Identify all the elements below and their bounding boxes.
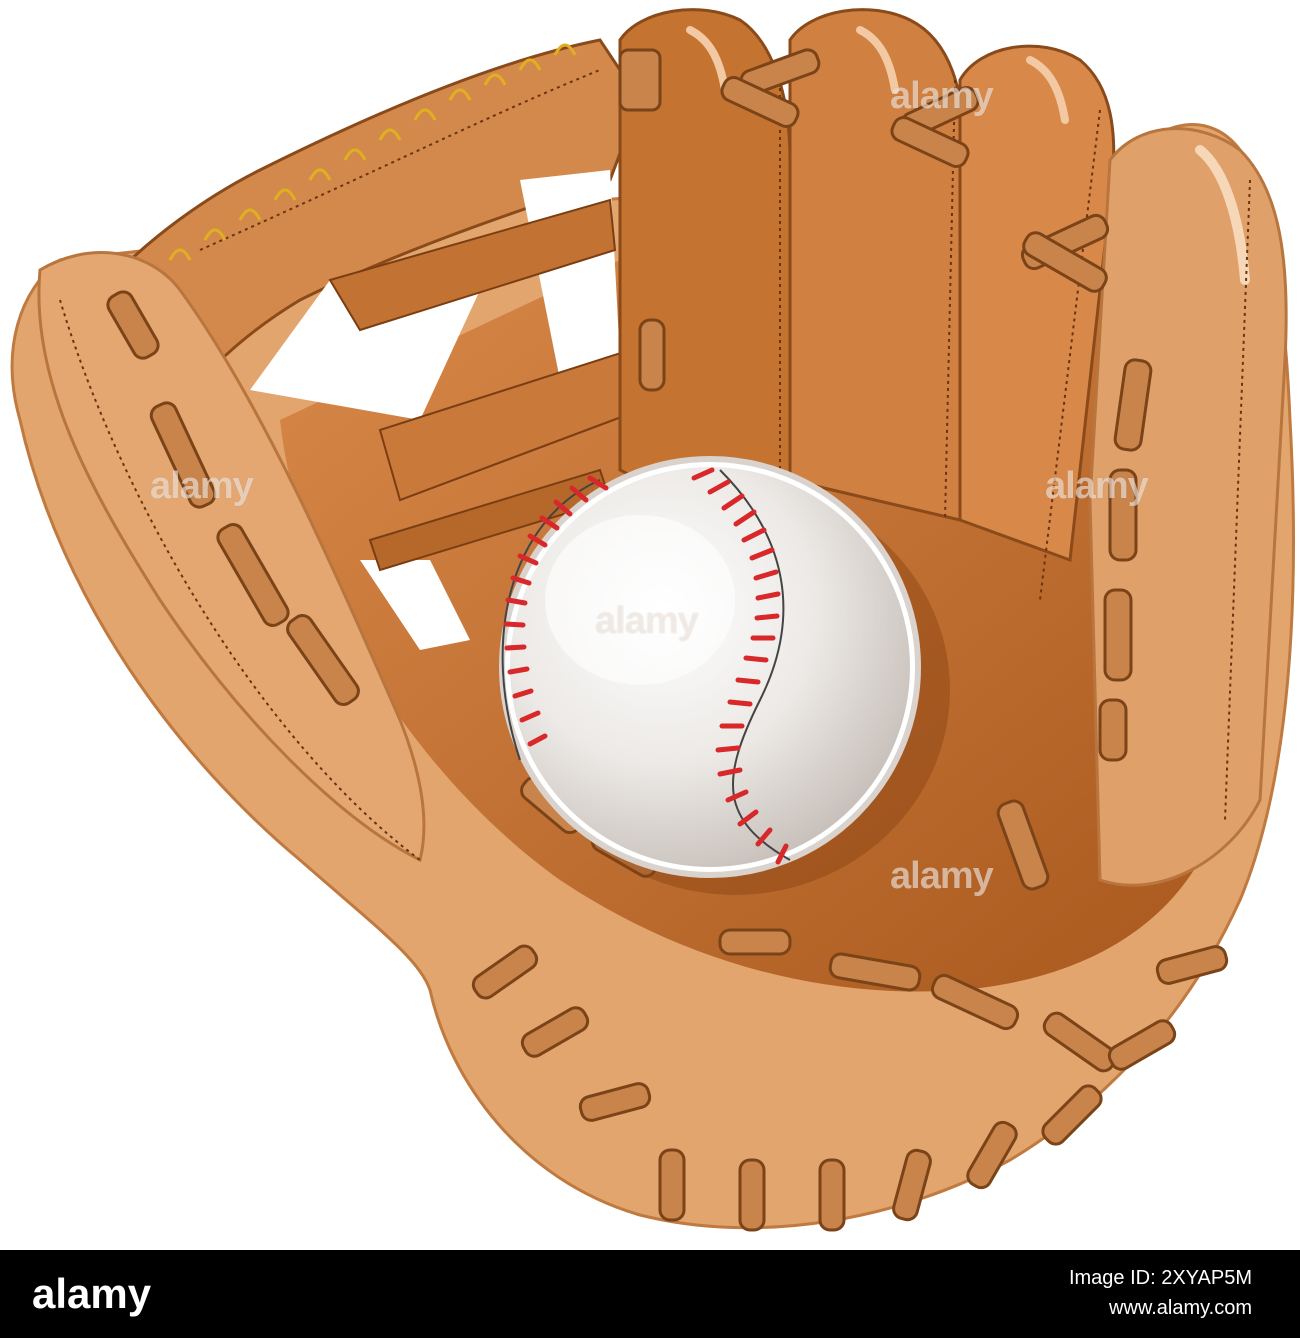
watermark: alamy xyxy=(150,465,254,507)
alamy-logo: alamy xyxy=(32,1270,152,1317)
web-top-lacing xyxy=(168,43,577,261)
glove-web-gap-3 xyxy=(360,560,470,650)
baseball-glove-illustration xyxy=(10,8,1295,1232)
watermark: alamy xyxy=(595,600,699,642)
image-id-label: Image ID: 2XYAP5M xyxy=(1068,1267,1252,1289)
glove-web-gap-1 xyxy=(250,280,480,420)
finger-cross-laces xyxy=(618,48,1110,293)
watermark: alamy xyxy=(890,75,994,117)
svg-text:alamy: alamy xyxy=(32,1270,152,1317)
glove-laces xyxy=(106,290,1229,1232)
glove-web-frame xyxy=(118,38,642,383)
ball-stitches-right xyxy=(691,467,789,865)
glove-web-strap-1 xyxy=(328,198,617,332)
glove-finger-pinky xyxy=(1088,127,1288,887)
site-url-label: www.alamy.com xyxy=(1109,1297,1252,1319)
watermark: alamy xyxy=(890,855,994,897)
footer-bar: alamy Image ID: 2XYAP5M www.alamy.com xyxy=(0,1250,1300,1338)
ball-stitches-left xyxy=(503,475,609,747)
baseball xyxy=(499,456,921,878)
watermark: alamy xyxy=(1045,465,1149,507)
illustration-area: alamy alamy alamy alamy alamy xyxy=(10,8,1295,1232)
